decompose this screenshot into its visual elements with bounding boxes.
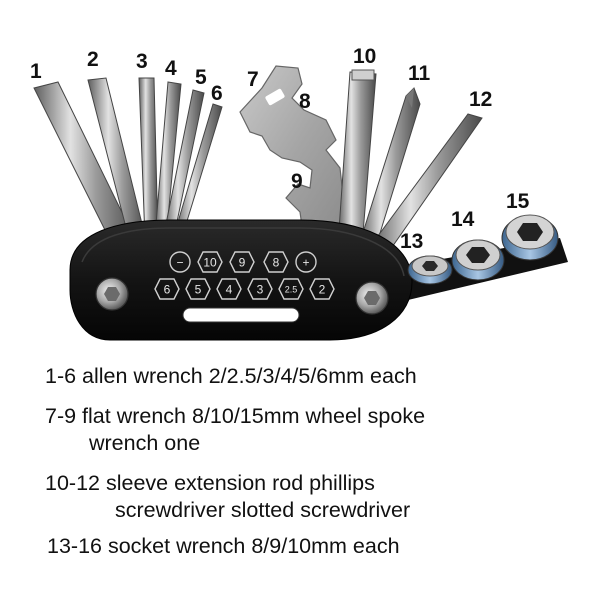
svg-text:5: 5 <box>195 283 202 297</box>
socket-14 <box>451 239 505 281</box>
svg-text:6: 6 <box>164 283 171 297</box>
description-line-4: 13-16 socket wrench 8/9/10mm each <box>47 534 400 558</box>
svg-text:4: 4 <box>226 283 233 297</box>
left-bolt <box>95 277 129 311</box>
label-5: 5 <box>195 66 207 89</box>
right-bolt <box>355 281 389 315</box>
description-line-2b: wrench one <box>89 431 201 455</box>
label-1: 1 <box>30 60 42 83</box>
description-line-3a: 10-12 sleeve extension rod phillips <box>45 471 375 495</box>
svg-text:3: 3 <box>257 283 264 297</box>
tool-number-labels: 1 2 3 4 5 6 7 8 9 10 11 12 13 14 15 <box>30 45 530 253</box>
description-line-2a: 7-9 flat wrench 8/10/15mm wheel spoke <box>45 404 426 428</box>
label-7: 7 <box>247 68 259 91</box>
badge-plus: + <box>295 251 317 273</box>
badge-10: 10 <box>197 251 223 273</box>
flat-wrench-plate <box>239 65 349 241</box>
label-8: 8 <box>299 90 311 113</box>
badge-5: 5 <box>185 278 211 300</box>
socket-15 <box>501 214 559 261</box>
sockets <box>407 214 559 285</box>
allen-key-3 <box>138 77 159 241</box>
multi-tool-illustration: − 10 9 8 + 6 5 4 <box>30 45 568 341</box>
label-11: 11 <box>408 62 431 85</box>
label-9: 9 <box>291 170 303 193</box>
svg-text:+: + <box>302 256 309 270</box>
badge-4: 4 <box>216 278 242 300</box>
description-line-1: 1-6 allen wrench 2/2.5/3/4/5/6mm each <box>45 364 417 388</box>
label-12: 12 <box>469 88 492 111</box>
svg-text:2: 2 <box>319 283 326 297</box>
badge-6: 6 <box>154 278 180 300</box>
phillips-screwdriver-11 <box>359 87 421 247</box>
label-10: 10 <box>353 45 376 68</box>
label-2: 2 <box>87 48 99 71</box>
socket-13 <box>407 255 453 285</box>
label-13: 13 <box>400 230 423 253</box>
handle-slot <box>182 307 300 323</box>
svg-text:9: 9 <box>239 256 246 270</box>
label-15: 15 <box>506 190 530 213</box>
tool-handle: − 10 9 8 + 6 5 4 <box>69 219 413 341</box>
label-6: 6 <box>211 82 223 105</box>
badge-2-5: 2.5 <box>278 278 304 300</box>
badge-2: 2 <box>309 278 335 300</box>
description-line-3b: screwdriver slotted screwdriver <box>115 498 411 522</box>
badge-3: 3 <box>247 278 273 300</box>
svg-text:2.5: 2.5 <box>285 285 298 295</box>
label-3: 3 <box>136 50 148 73</box>
badge-9: 9 <box>229 251 255 273</box>
label-14: 14 <box>451 208 475 231</box>
svg-text:−: − <box>176 256 183 270</box>
badge-minus: − <box>169 251 191 273</box>
svg-text:8: 8 <box>273 256 280 270</box>
svg-text:10: 10 <box>203 256 217 270</box>
badge-8: 8 <box>263 251 289 273</box>
label-4: 4 <box>165 57 177 80</box>
